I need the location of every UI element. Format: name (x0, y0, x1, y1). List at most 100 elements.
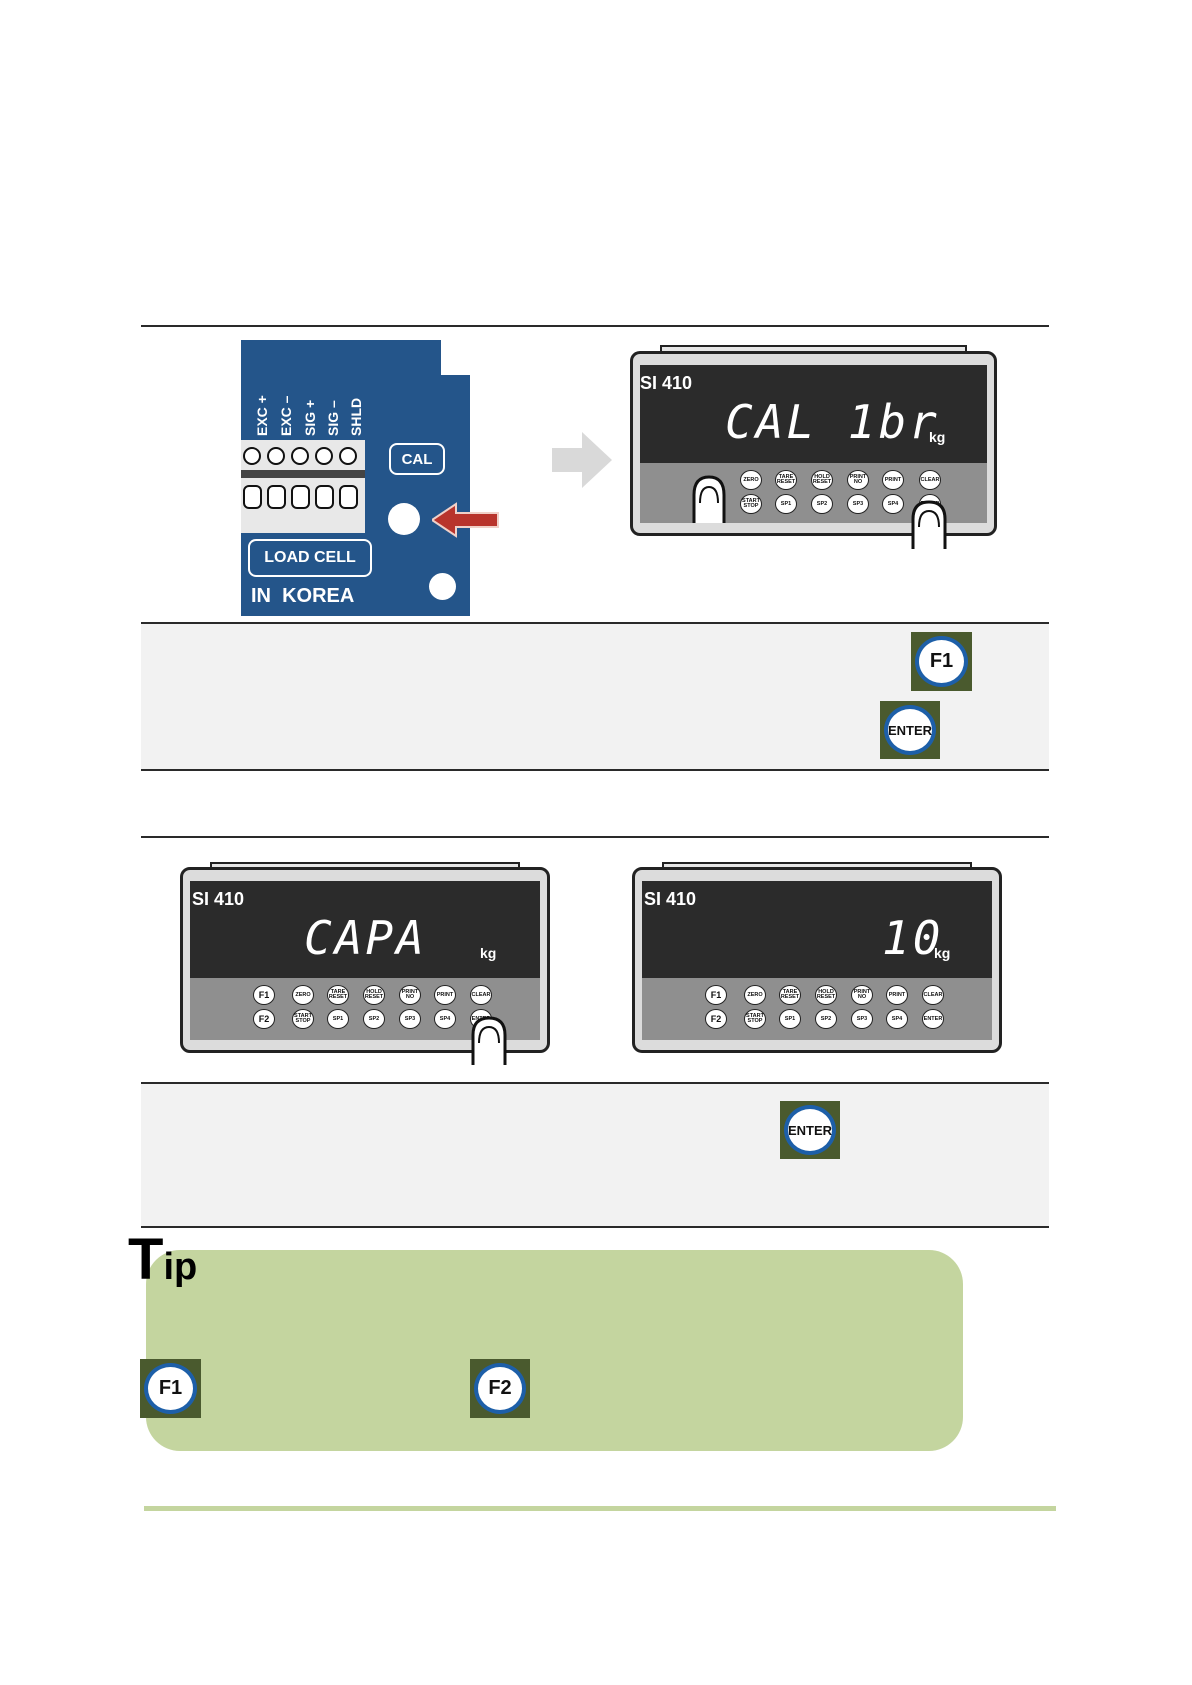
indicator-model-label: SI 410 (644, 889, 697, 909)
indicator-lcd (642, 881, 992, 978)
tare-reset-key[interactable]: TARE RESET (779, 985, 801, 1005)
board-notch (441, 340, 470, 375)
enter-key[interactable]: ENTER (922, 1009, 944, 1029)
terminal-clamp (243, 485, 262, 509)
sp1-key[interactable]: SP1 (327, 1009, 349, 1029)
zero-key[interactable]: ZERO (740, 470, 762, 490)
terminal-clamp (315, 485, 334, 509)
rule-top-5 (141, 1082, 1049, 1084)
terminal-clamp (291, 485, 310, 509)
terminal-label-sig-minus: SIG – (325, 400, 341, 436)
tare-reset-key[interactable]: TARE RESET (775, 470, 797, 490)
sp2-key[interactable]: SP2 (815, 1009, 837, 1029)
finger-press-icon (692, 475, 726, 523)
terminal-block (241, 440, 365, 533)
print-no-key[interactable]: PRINT NO (851, 985, 873, 1005)
mount-hole (429, 573, 456, 600)
indicator-readout: CAL 1br (725, 395, 940, 449)
terminal-screw (267, 447, 285, 465)
indicator-model-label: SI 410 (640, 373, 693, 393)
indicator-unit: kg (480, 945, 497, 961)
rule-top-4 (141, 836, 1049, 838)
terminal-clamp (267, 485, 286, 509)
rule-top-2 (141, 622, 1049, 624)
rule-top-6 (141, 1226, 1049, 1228)
print-key[interactable]: PRINT (886, 985, 908, 1005)
indicator-unit: kg (934, 945, 951, 961)
terminal-strip (241, 470, 365, 478)
terminal-screw (243, 447, 261, 465)
zero-key[interactable]: ZERO (744, 985, 766, 1005)
enter-key-icon: ENTER (880, 701, 940, 759)
clear-key[interactable]: CLEAR (922, 985, 944, 1005)
sp3-key[interactable]: SP3 (847, 494, 869, 514)
hold-reset-key[interactable]: HOLD RESET (811, 470, 833, 490)
print-key[interactable]: PRINT (434, 985, 456, 1005)
hold-reset-key[interactable]: HOLD RESET (363, 985, 385, 1005)
indicator-lcd (190, 881, 540, 978)
tip-heading: Tip (128, 1231, 197, 1289)
f1-key-icon: F1 (911, 632, 972, 691)
indicator-lcd (640, 365, 987, 463)
f1-key-icon: F1 (140, 1359, 201, 1418)
terminal-label-exc-plus: EXC + (254, 395, 270, 436)
zero-key[interactable]: ZERO (292, 985, 314, 1005)
rule-top-1 (141, 325, 1049, 327)
start-stop-key[interactable]: START STOP (740, 494, 762, 514)
finger-press-icon (911, 500, 947, 549)
sp3-key[interactable]: SP3 (399, 1009, 421, 1029)
terminal-board: EXC + EXC – SIG + SIG – SHLD CAL LOAD CE… (241, 340, 470, 616)
f1-key[interactable]: F1 (253, 985, 275, 1005)
print-key[interactable]: PRINT (882, 470, 904, 490)
sp1-key[interactable]: SP1 (775, 494, 797, 514)
tare-reset-key[interactable]: TARE RESET (327, 985, 349, 1005)
sp3-key[interactable]: SP3 (851, 1009, 873, 1029)
step-2-text-panel (141, 1083, 1049, 1226)
cal-switch-hole[interactable] (388, 503, 420, 535)
footer-rule (144, 1506, 1056, 1511)
f1-key[interactable]: F1 (705, 985, 727, 1005)
terminal-label-shld: SHLD (348, 397, 364, 436)
enter-key-icon: ENTER (780, 1101, 840, 1159)
indicator-top-bezel (660, 345, 967, 355)
cal-label: CAL (389, 443, 445, 475)
indicator-display-cal: SI 410 CAL 1br kg ZERO TARE RESET HOLD R… (630, 345, 997, 549)
indicator-readout: CAPA (304, 911, 427, 965)
sp4-key[interactable]: SP4 (882, 494, 904, 514)
load-cell-label: LOAD CELL (248, 539, 372, 577)
f2-key-icon: F2 (470, 1359, 530, 1418)
tip-heading-rest: ip (163, 1246, 198, 1288)
tip-box (146, 1250, 963, 1451)
f2-key[interactable]: F2 (253, 1009, 275, 1029)
print-no-key[interactable]: PRINT NO (399, 985, 421, 1005)
indicator-readout: 10 (882, 911, 944, 965)
start-stop-key[interactable]: START STOP (292, 1009, 314, 1029)
indicator-display-value: SI 410 10 kg F1 F2 ZERO TARE RESET HOLD … (632, 862, 1002, 1053)
clear-key[interactable]: CLEAR (919, 470, 941, 490)
terminal-screw (315, 447, 333, 465)
sp1-key[interactable]: SP1 (779, 1009, 801, 1029)
sp2-key[interactable]: SP2 (811, 494, 833, 514)
finger-press-icon (471, 1016, 507, 1065)
terminal-clamp (339, 485, 358, 509)
print-no-key[interactable]: PRINT NO (847, 470, 869, 490)
f2-key[interactable]: F2 (705, 1009, 727, 1029)
indicator-unit: kg (929, 429, 946, 445)
indicator-model-label: SI 410 (192, 889, 245, 909)
sp4-key[interactable]: SP4 (886, 1009, 908, 1029)
terminal-label-sig-plus: SIG + (302, 399, 318, 436)
terminal-screw (291, 447, 309, 465)
red-arrow-icon (432, 502, 499, 538)
clear-key[interactable]: CLEAR (470, 985, 492, 1005)
sp2-key[interactable]: SP2 (363, 1009, 385, 1029)
korea-label: IN KOREA (251, 585, 355, 607)
indicator-display-capa: SI 410 CAPA kg F1 F2 ZERO TARE RESET HOL… (180, 862, 550, 1065)
rule-top-3 (141, 769, 1049, 771)
terminal-label-exc-minus: EXC – (278, 395, 294, 436)
tip-heading-initial: T (128, 1227, 164, 1292)
sp4-key[interactable]: SP4 (434, 1009, 456, 1029)
next-step-arrow-icon (552, 432, 612, 488)
start-stop-key[interactable]: START STOP (744, 1009, 766, 1029)
terminal-screw (339, 447, 357, 465)
hold-reset-key[interactable]: HOLD RESET (815, 985, 837, 1005)
